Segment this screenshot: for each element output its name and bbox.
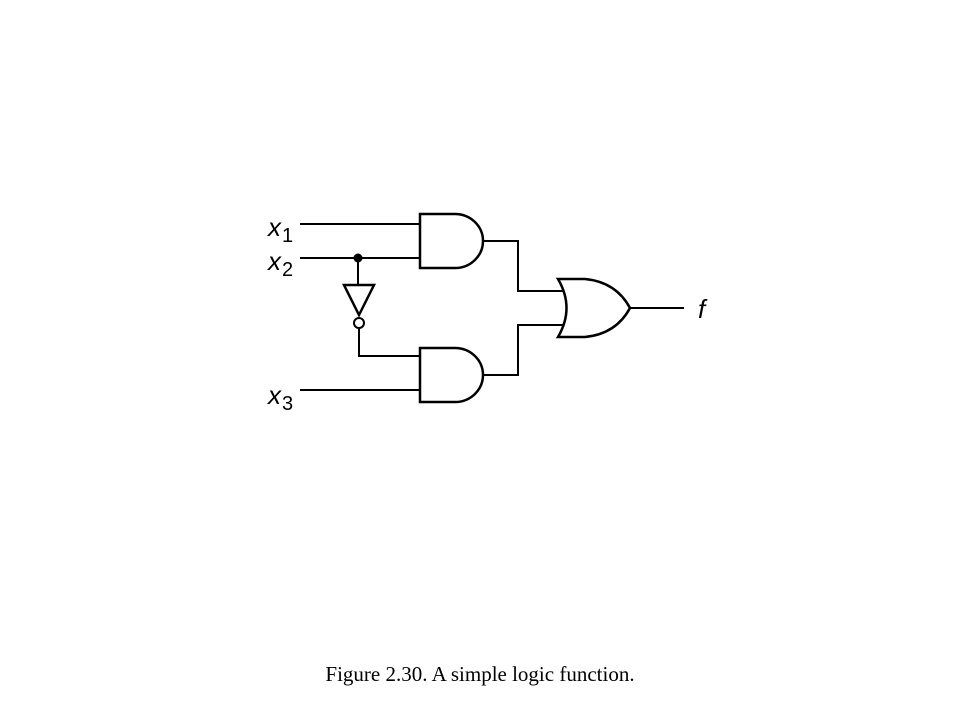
input-label-x1: x1: [266, 212, 293, 247]
wire-and1-to-or: [483, 240, 563, 292]
input-label-x3: x3: [266, 380, 293, 415]
wire-not-to-and2: [358, 328, 420, 357]
output-label-f: f: [698, 294, 708, 324]
input-label-x2: x2: [266, 246, 293, 281]
or-gate: [555, 277, 632, 339]
and-gate-lower: [418, 346, 485, 404]
not-gate: [341, 283, 377, 318]
not-gate-bubble: [353, 317, 365, 329]
wire-and2-to-or: [483, 324, 563, 376]
figure-caption: Figure 2.30. A simple logic function.: [325, 662, 635, 686]
and-gate-upper: [418, 212, 485, 270]
